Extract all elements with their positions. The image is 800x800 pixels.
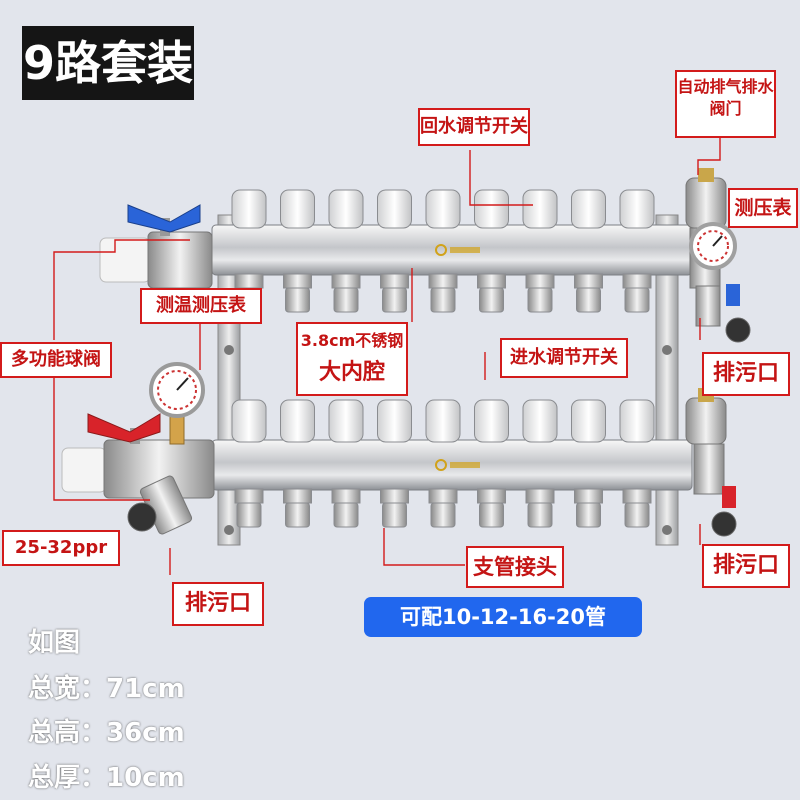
return-branch-fitting (479, 287, 504, 313)
return-branch-fitting (333, 287, 359, 313)
supply-valve-cap (425, 399, 461, 443)
return-valve-cap (280, 189, 315, 229)
return-valve-label: 回水调节开关 (418, 108, 530, 146)
return-branch-fitting (576, 287, 601, 313)
auto-air-vent (685, 168, 727, 445)
supply-branch-fitting (430, 502, 456, 528)
right-drain-valves (693, 284, 751, 537)
return-fitting-nut (380, 273, 409, 289)
supply-fitting-nut (331, 488, 361, 504)
red-ball-valve (61, 362, 215, 535)
outlet-group (231, 189, 655, 528)
supply-branch-fitting (333, 502, 359, 528)
return-valve-cap (571, 189, 606, 229)
return-branch-fitting (285, 287, 310, 313)
return-fitting-nut (622, 273, 652, 289)
return-branch-fitting (382, 287, 407, 313)
return-valve-cap (328, 189, 364, 229)
pipe-size-label: 25-32ppr (2, 530, 120, 566)
supply-valve-cap (474, 399, 509, 443)
return-valve-cap (474, 189, 509, 229)
return-manifold (211, 224, 693, 276)
dimension-width: 总宽：71cm (28, 674, 185, 704)
material-line-1: 3.8cm不锈钢 (300, 331, 404, 350)
right-pressure-gauge (689, 222, 737, 289)
return-branch-fitting (430, 287, 456, 313)
callout-lines (53, 138, 731, 575)
return-fitting-nut (428, 273, 458, 289)
drain-right-bottom-label: 排污口 (702, 544, 790, 588)
supply-branch-fitting (382, 502, 407, 528)
temp-pressure-gauge-label: 测温测压表 (140, 288, 262, 324)
drain-right-top-label: 排污口 (702, 352, 790, 396)
return-valve-cap (377, 189, 412, 229)
supply-valve-cap (231, 399, 267, 443)
supply-branch-fitting (527, 502, 553, 528)
supply-fitting-nut (428, 488, 458, 504)
return-fitting-nut (525, 273, 555, 289)
return-branch-fitting (527, 287, 553, 313)
return-fitting-nut (331, 273, 361, 289)
return-valve-cap (231, 189, 267, 229)
supply-valve-cap (619, 399, 655, 443)
supply-branch-fitting (624, 502, 650, 528)
supply-valve-label: 进水调节开关 (500, 338, 628, 378)
return-branch-fitting (624, 287, 650, 313)
supply-fitting-nut (525, 488, 555, 504)
return-valve-cap (425, 189, 461, 229)
compatible-pipes-badge: 可配10-12-16-20管 (364, 597, 642, 637)
supply-branch-fitting (236, 502, 262, 528)
branch-fitting-label: 支管接头 (466, 546, 564, 588)
return-valve-cap (619, 189, 655, 229)
supply-valve-cap (571, 399, 606, 443)
supply-fitting-nut (622, 488, 652, 504)
return-fitting-nut (234, 273, 264, 289)
auto-vent-label: 自动排气排水阀门 (675, 70, 776, 138)
supply-branch-fitting (576, 502, 601, 528)
supply-valve-cap (280, 399, 315, 443)
return-fitting-nut (574, 273, 603, 289)
supply-valve-cap (377, 399, 412, 443)
material-label: 3.8cm不锈钢 大内腔 (296, 322, 408, 396)
return-fitting-nut (283, 273, 312, 289)
material-line-2: 大内腔 (318, 360, 385, 385)
blue-ball-valve (99, 204, 213, 289)
supply-valve-cap (522, 399, 558, 443)
supply-branch-fitting (285, 502, 310, 528)
supply-fitting-nut (380, 488, 409, 504)
page-title: 9路套装 (22, 26, 194, 100)
dimensions-heading: 如图 (28, 628, 81, 658)
dimension-depth: 总厚：10cm (28, 763, 185, 793)
pressure-gauge-label: 测压表 (728, 188, 798, 228)
supply-fitting-nut (477, 488, 506, 504)
supply-manifold (211, 439, 693, 491)
dimension-height: 总高：36cm (28, 718, 185, 748)
supply-fitting-nut (283, 488, 312, 504)
return-valve-cap (522, 189, 558, 229)
multi-ball-valve-label: 多功能球阀 (0, 342, 112, 378)
supply-fitting-nut (234, 488, 264, 504)
supply-valve-cap (328, 399, 364, 443)
supply-fitting-nut (574, 488, 603, 504)
return-fitting-nut (477, 273, 506, 289)
supply-branch-fitting (479, 502, 504, 528)
drain-left-label: 排污口 (172, 582, 264, 626)
